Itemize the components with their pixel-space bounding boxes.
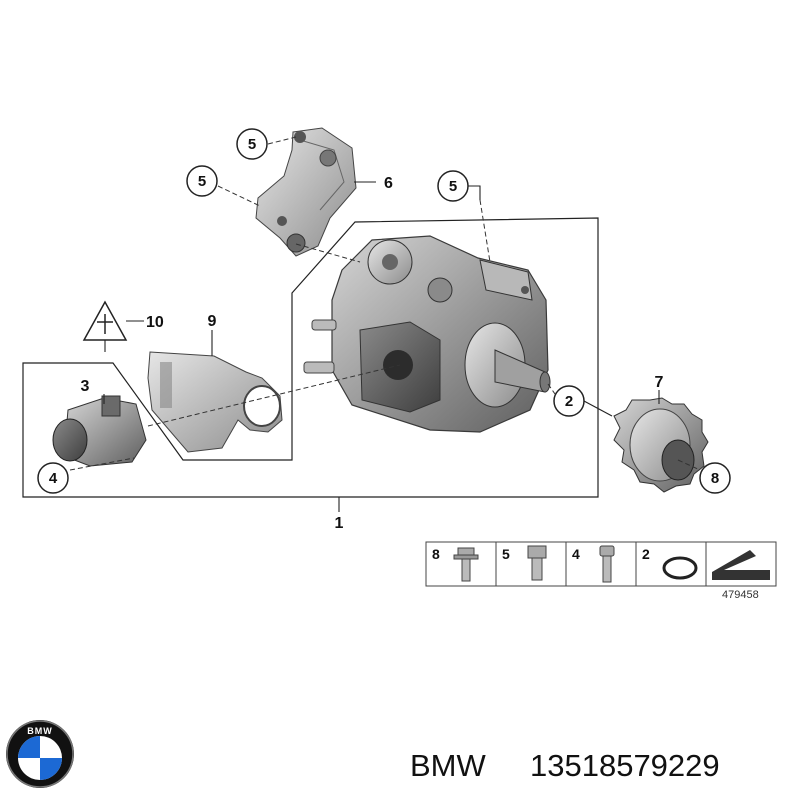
- callout-5-top: 5: [236, 128, 268, 160]
- mounting-bracket: [255, 127, 357, 257]
- assembly-line-5-left: [217, 185, 261, 207]
- assembly-line-4: [69, 457, 135, 471]
- assembly-line-holder-pump: [147, 364, 401, 427]
- label-6: 6: [384, 175, 393, 192]
- leader-line-2: [583, 400, 613, 417]
- callout-4: 4: [37, 462, 69, 494]
- label-10: 10: [146, 314, 164, 331]
- callout-8-label: 8: [711, 470, 719, 487]
- callout-5-left-label: 5: [198, 173, 206, 190]
- label-9: 9: [208, 313, 217, 330]
- assembly-line-2: [547, 383, 556, 395]
- assembly-arrow-icon: [712, 550, 770, 580]
- electrostatic-warning-icon: [82, 300, 128, 341]
- bmw-logo-text: BMW: [27, 726, 53, 736]
- label-7: 7: [655, 374, 664, 391]
- callout-5-right-label: 5: [449, 178, 457, 195]
- label-1: 1: [335, 515, 344, 532]
- assembly-line-bracket-pump: [295, 243, 361, 263]
- callout-2: 2: [553, 385, 585, 417]
- legend-item-4: 4: [572, 546, 580, 562]
- socket-screw-icon: [599, 545, 615, 583]
- assembly-line-5-top: [267, 136, 297, 145]
- o-ring-icon: [662, 556, 698, 580]
- reference-number: 479458: [722, 589, 759, 601]
- pressure-sensor: [52, 395, 147, 467]
- legend-item-5: 5: [502, 546, 510, 562]
- assembly-line-5-right: [479, 199, 491, 263]
- bmw-logo: BMW: [6, 720, 74, 788]
- callout-4-label: 4: [49, 470, 58, 487]
- hardware-legend: 8 5 4 2: [425, 541, 777, 587]
- leader-line-5-right: [468, 185, 481, 200]
- brand-name: BMW: [410, 748, 487, 783]
- callout-5-left: 5: [186, 165, 218, 197]
- legend-item-8: 8: [432, 546, 440, 562]
- assembly-frame: [22, 217, 599, 498]
- drive-sprocket: [613, 397, 709, 493]
- assembly-line-8: [677, 459, 701, 471]
- part-number: 13518579229: [530, 748, 720, 783]
- callout-5-top-label: 5: [248, 136, 256, 153]
- callout-5-right: 5: [437, 170, 469, 202]
- high-pressure-pump: [303, 235, 551, 433]
- callout-2-label: 2: [565, 393, 573, 410]
- callout-8: 8: [699, 462, 731, 494]
- flange-bolt-icon: [453, 547, 479, 582]
- hex-bolt-icon: [527, 545, 547, 581]
- legend-item-2: 2: [642, 546, 650, 562]
- label-3: 3: [81, 378, 90, 395]
- sensor-holder: [147, 351, 283, 453]
